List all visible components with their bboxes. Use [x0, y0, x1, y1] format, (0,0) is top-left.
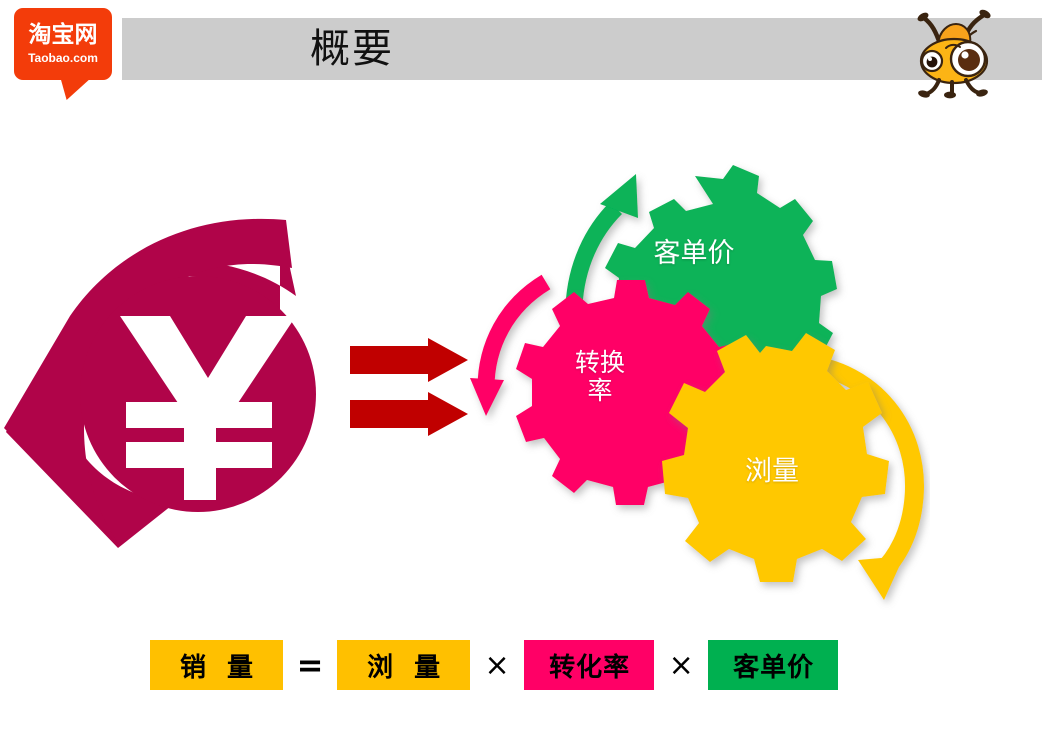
formula-row: 销 量 = 浏 量 × 转化率 × 客单价: [150, 640, 839, 690]
formula-term-conversion: 转化率: [524, 640, 655, 690]
double-right-arrow-icon: [350, 338, 475, 440]
pink-curved-arrow-icon: [470, 274, 551, 416]
formula-operator-equals: =: [296, 646, 324, 684]
gear-diagram: [470, 160, 930, 610]
formula-operator-times-1: ×: [484, 647, 510, 683]
ant-mascot-icon: [906, 4, 1006, 100]
formula-term-aov: 客单价: [708, 640, 839, 690]
formula-term-sales: 销 量: [150, 640, 284, 690]
taobao-logo: 淘宝网 Taobao.com: [14, 8, 112, 100]
yellow-curved-arrow-icon: [800, 354, 925, 600]
logo-en-text: Taobao.com: [28, 51, 98, 65]
page-title: 概要: [310, 26, 394, 71]
formula-operator-times-2: ×: [668, 647, 694, 683]
yen-money-icon: [0, 216, 360, 548]
formula-term-views: 浏 量: [337, 640, 471, 690]
yellow-gear: [662, 333, 889, 582]
logo-cn-text: 淘宝网: [28, 22, 98, 48]
header-bar: [122, 18, 1042, 80]
logo-bubble: [14, 8, 112, 80]
